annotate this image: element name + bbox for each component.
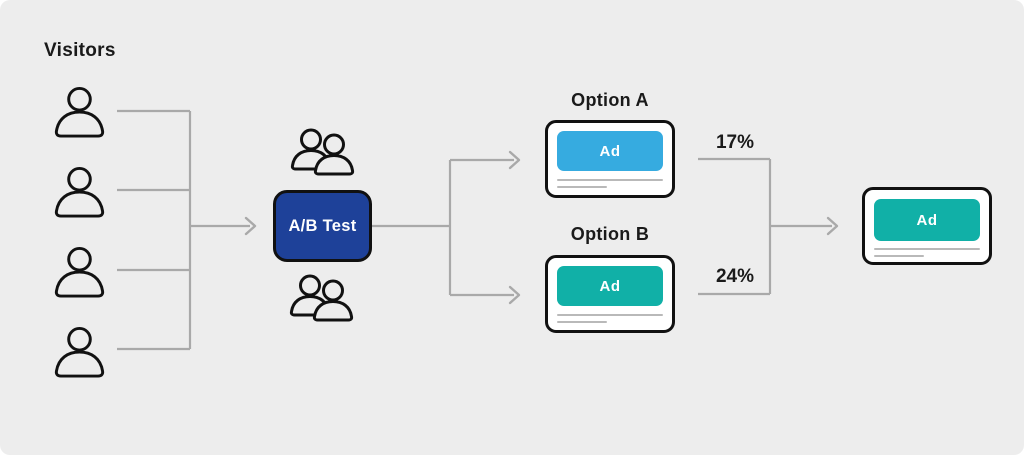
ab-test-node: A/B Test — [273, 190, 372, 262]
text-placeholder-line — [874, 248, 980, 250]
abtest-split-connector — [372, 158, 514, 297]
option-a-conversion-rate: 17% — [715, 132, 755, 153]
arrow-right-icon — [244, 216, 257, 236]
arrow-right-icon — [508, 285, 521, 305]
visitor-person-icon — [54, 246, 105, 298]
options-merge-connector — [698, 157, 832, 296]
visitor-person-icon — [54, 326, 105, 378]
visitor-person-icon — [54, 166, 105, 218]
visitor-person-icon — [54, 86, 105, 138]
ab-test-label: A/B Test — [288, 216, 357, 235]
people-group-icon — [290, 128, 355, 176]
text-placeholder-line — [557, 321, 607, 323]
option-b-ad-card: Ad — [545, 255, 675, 333]
option-b-ad-banner: Ad — [557, 266, 663, 306]
winning-ad-card: Ad — [862, 187, 992, 265]
text-placeholder-line — [557, 186, 607, 188]
visitors-bracket-connector — [117, 109, 192, 351]
option-b-conversion-rate: 24% — [715, 266, 755, 287]
text-placeholder-line — [557, 179, 663, 181]
option-a-label: Option A — [571, 90, 649, 110]
text-placeholder-line — [557, 314, 663, 316]
winning-ad-banner: Ad — [874, 199, 980, 241]
option-b-label: Option B — [570, 224, 650, 244]
ad-label: Ad — [916, 211, 938, 229]
ad-label: Ad — [599, 142, 621, 160]
arrow-right-icon — [826, 216, 839, 236]
ad-label: Ad — [599, 277, 621, 295]
arrow-right-icon — [508, 150, 521, 170]
diagram-title: Visitors — [44, 40, 116, 61]
option-a-ad-card: Ad — [545, 120, 675, 198]
text-placeholder-line — [874, 255, 924, 257]
people-group-icon — [289, 274, 354, 322]
option-a-ad-banner: Ad — [557, 131, 663, 171]
